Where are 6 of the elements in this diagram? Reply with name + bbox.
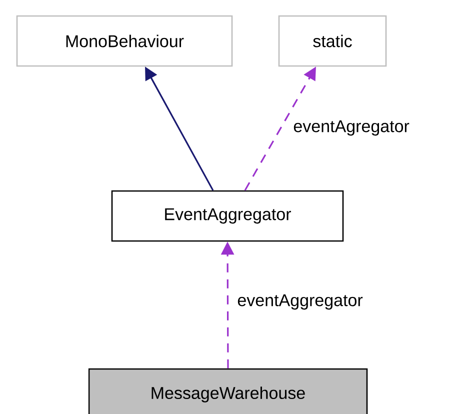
edge-label: eventAggregator (236, 293, 364, 311)
class-box: MonoBehaviour (16, 15, 233, 67)
class-box: static (278, 15, 387, 67)
edge-label: eventAgregator (292, 119, 410, 137)
class-box: MessageWarehouse (88, 368, 368, 414)
class-box: EventAggregator (111, 190, 344, 242)
